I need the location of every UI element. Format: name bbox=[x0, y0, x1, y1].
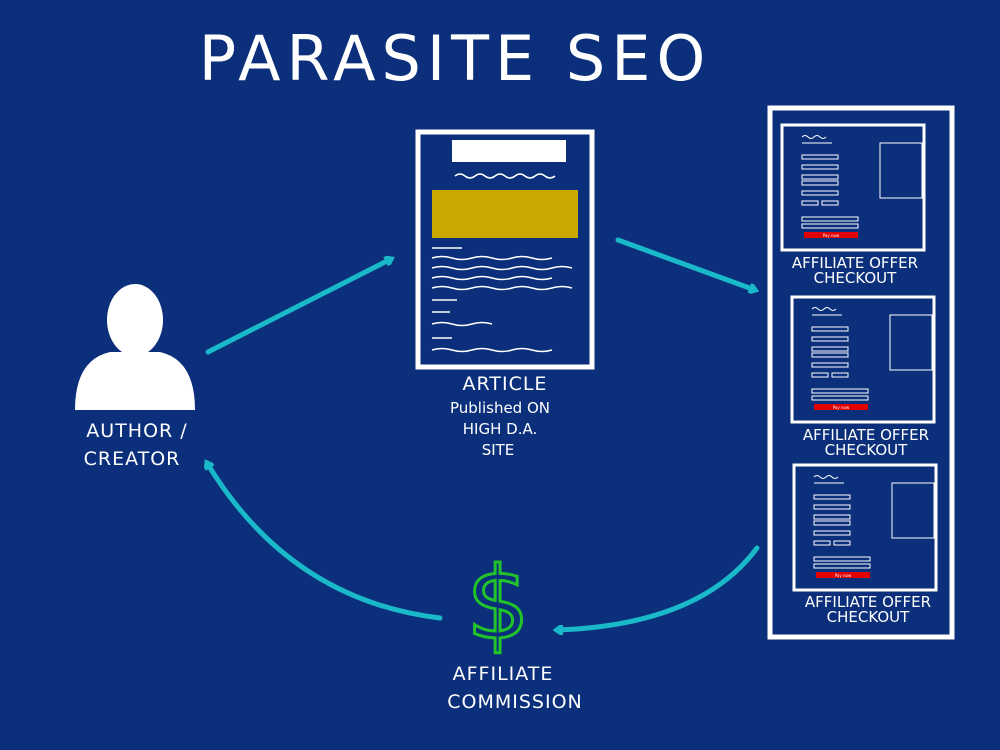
checkout-3-sublabel: CHECKOUT bbox=[827, 608, 911, 626]
svg-text:Pay now: Pay now bbox=[833, 405, 850, 410]
checkout-2-sublabel: CHECKOUT bbox=[825, 441, 909, 459]
author-label: AUTHOR / bbox=[86, 420, 187, 442]
commission-label: AFFILIATE bbox=[453, 663, 554, 685]
checkout-1-sublabel: CHECKOUT bbox=[814, 269, 898, 287]
commission-sublabel: COMMISSION bbox=[447, 691, 583, 713]
checkout-page-3: Pay now bbox=[792, 463, 938, 592]
checkout-1-label: AFFILIATE OFFER bbox=[792, 254, 918, 272]
arrow-author-to-article bbox=[205, 259, 391, 355]
arrow-checkout-to-commission bbox=[557, 545, 760, 630]
svg-text:Pay now: Pay now bbox=[823, 233, 840, 238]
checkout-3-label: AFFILIATE OFFER bbox=[805, 593, 931, 611]
affiliate-offers-column bbox=[767, 105, 955, 640]
article-image bbox=[432, 190, 578, 238]
checkout-page-1: Pay now bbox=[780, 123, 926, 252]
article-published-label: Published ON bbox=[450, 399, 550, 417]
person-icon bbox=[75, 284, 195, 410]
article-site-label: SITE bbox=[482, 441, 515, 459]
svg-text:Pay now: Pay now bbox=[835, 573, 852, 578]
pay-button bbox=[816, 572, 870, 578]
checkout-page-2: Pay now bbox=[790, 295, 936, 424]
article-document bbox=[415, 129, 595, 370]
article-label: ARTICLE bbox=[463, 373, 548, 395]
arrow-commission-to-author bbox=[207, 463, 443, 621]
dollar-sign-icon: $ bbox=[466, 545, 530, 662]
arrow-article-to-checkout bbox=[615, 237, 755, 290]
article-title-bar bbox=[452, 140, 566, 162]
pay-button bbox=[804, 232, 858, 238]
pay-button bbox=[814, 404, 868, 410]
page-title: PARASITE SEO bbox=[199, 22, 712, 95]
creator-label: CREATOR bbox=[84, 448, 181, 470]
article-da-label: HIGH D.A. bbox=[463, 420, 537, 438]
checkout-2-label: AFFILIATE OFFER bbox=[803, 426, 929, 444]
